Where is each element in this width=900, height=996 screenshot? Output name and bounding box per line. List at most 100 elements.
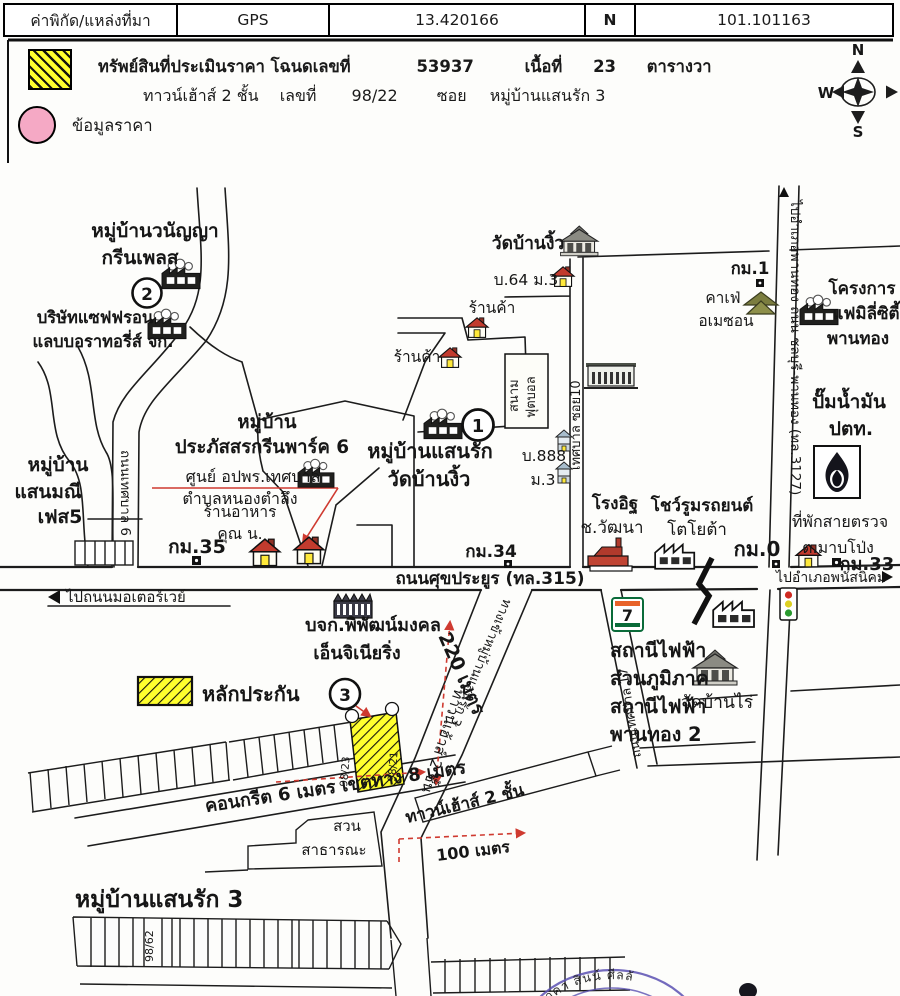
collateral-swatch bbox=[136, 675, 194, 707]
label-wananya-2: กรีนเพลส bbox=[102, 247, 179, 269]
brick-factory-icon bbox=[587, 537, 633, 572]
soi-name: หมู่บ้านแสนรัก 3 bbox=[489, 86, 606, 105]
price-info-label: ข้อมูลราคา bbox=[72, 116, 153, 135]
map-icons: 7 bbox=[147, 225, 861, 686]
ptt-logo-icon bbox=[813, 445, 861, 499]
label-toyota-1: โชว์รูมรถยนต์ bbox=[650, 495, 754, 517]
label-road315: ถนนศุขประยูร (ทล.315) bbox=[395, 569, 584, 590]
label-phanat: ไปอำเภอพนัสนิคม bbox=[775, 569, 886, 586]
hemisphere-value: N bbox=[586, 5, 636, 35]
parcel-corner-circle bbox=[384, 701, 400, 717]
subject-property-swatch bbox=[28, 49, 72, 90]
label-shop1: ร้านค้า bbox=[469, 299, 516, 317]
parcel-corner-circle bbox=[344, 708, 360, 724]
label-cafe-1: คาเฟ่ bbox=[705, 289, 740, 307]
ink-blot bbox=[739, 983, 757, 996]
property-label: ทรัพย์สินที่ประเมินราคา โฉนดเลขที่ bbox=[98, 57, 351, 76]
label-saffron-2: แลบบอราทอรี่ส์ จก. bbox=[32, 329, 173, 351]
circled-1-marker: 1 bbox=[461, 408, 495, 442]
label-pipat-2: เอ็นจิเนียริ่ง bbox=[313, 640, 400, 664]
label-wat-ban-rai: วัดบ้านไร่ bbox=[681, 692, 753, 713]
compass-north-label: N bbox=[852, 41, 865, 59]
school-building-icon bbox=[584, 363, 638, 389]
label-parcel-9823: 98/23 bbox=[338, 756, 353, 787]
label-km34: กม.34 bbox=[465, 542, 517, 562]
deed-number: 53937 bbox=[416, 57, 474, 76]
label-b888-2: ม.3 bbox=[530, 471, 555, 489]
seven-digit: 7 bbox=[622, 606, 633, 625]
label-saffron-1: บริษัทแซฟฟรอน bbox=[37, 308, 154, 327]
label-oppor-2: ตำบลหนองตำลึง bbox=[182, 489, 297, 508]
compass-south-arrow-icon bbox=[851, 111, 865, 124]
house-no: 98/22 bbox=[351, 86, 398, 105]
label-cafe-2: อเมซอน bbox=[698, 312, 754, 330]
label-parcel-9862: 98/62 bbox=[143, 930, 156, 962]
circled-markers: 2 1 3 bbox=[131, 277, 495, 711]
label-family-1: โครงการ bbox=[828, 278, 897, 299]
price-info-circle bbox=[18, 106, 56, 144]
label-shop2: ร้านค้า bbox=[394, 348, 441, 366]
label-ptt-1: ปั๊มน้ำมัน bbox=[812, 387, 886, 413]
house-icon-shop2 bbox=[438, 347, 462, 368]
showroom-icon-toyota bbox=[654, 543, 696, 570]
compass-star-icon bbox=[842, 77, 874, 107]
road-north-arrow bbox=[779, 187, 789, 197]
circled-3-marker: 3 bbox=[328, 677, 362, 711]
label-sanmanee-1: หมู่บ้าน bbox=[28, 454, 89, 477]
red-annotations bbox=[152, 487, 524, 862]
label-road-chonburi: ไปอำเภอพานทอง ถนน ชลบุรี-พานทอง (ทล.3127… bbox=[787, 199, 803, 495]
railway-crossing-icon bbox=[691, 556, 715, 626]
label-km1: กม.1 bbox=[731, 259, 770, 278]
label-station-3: สถานีไฟฟ้า bbox=[610, 695, 706, 718]
label-park-2: สาธารณะ bbox=[301, 841, 366, 859]
svg-text:1: 1 bbox=[472, 416, 485, 437]
soi-label: ซอย bbox=[436, 86, 467, 105]
label-sanmanee-2: แสนมณี bbox=[15, 481, 82, 503]
label-wat-ban-ngio: วัดบ้านงิ้ว bbox=[492, 230, 564, 254]
km-markers bbox=[192, 279, 841, 568]
label-toyota-2: โตโยต้า bbox=[667, 519, 727, 540]
km-marker-33 bbox=[832, 558, 841, 567]
coordinate-header-table: ค่าพิกัด/แหล่งที่มา GPS 13.420166 N 101.… bbox=[3, 3, 894, 37]
office-building-icon-pipat bbox=[333, 592, 373, 619]
appraiser-stamp: เมินราคา สินน์ ศีลลั bbox=[519, 967, 757, 996]
km-marker-1 bbox=[756, 279, 764, 287]
label-brick-1: โรงอิฐ bbox=[591, 493, 638, 515]
label-motorway: ไปถนนมอเตอร์เวย์ bbox=[65, 588, 186, 606]
compass-east-arrow-icon bbox=[886, 85, 898, 99]
label-sanrak-2: วัดบ้านงิ้ว bbox=[388, 464, 471, 491]
compass-rose: N W S bbox=[818, 41, 898, 138]
label-ptt-2: ปตท. bbox=[829, 418, 873, 440]
label-park-1: สวน bbox=[333, 817, 361, 835]
svg-text:2: 2 bbox=[141, 285, 153, 305]
longitude-value: 101.101163 bbox=[717, 11, 811, 29]
subject-parcel bbox=[344, 701, 405, 793]
house-no-label: เลขที่ bbox=[279, 86, 317, 105]
label-pipat-1: บจก.พิพัฒน์มงคล bbox=[305, 614, 441, 636]
label-sanrak3: หมู่บ้านแสนรัก 3 bbox=[75, 887, 243, 914]
label-100m: 100 เมตร bbox=[435, 837, 511, 865]
label-station-2: ส่วนภูมิภาค bbox=[610, 667, 709, 692]
km-marker-34 bbox=[504, 560, 512, 568]
traffic-light-icon bbox=[779, 587, 798, 621]
label-soi10: เทศบาล ซอย10 bbox=[569, 380, 584, 470]
label-prapassorn-2: ประภัสสรกรีนพาร์ค 6 bbox=[175, 436, 349, 458]
label-family-2: แฟมิลี่ซิตี้ bbox=[832, 300, 900, 324]
football-field bbox=[504, 353, 549, 429]
house-icon-shop1 bbox=[465, 317, 489, 338]
label-prapassorn-1: หมู่บ้าน bbox=[237, 411, 297, 434]
frame-lines bbox=[7, 38, 893, 163]
area-label: เนื้อที่ bbox=[524, 57, 563, 76]
label-b888-1: บ.888 bbox=[522, 447, 566, 465]
label-parcel-9821: 98/21 bbox=[386, 751, 401, 782]
area-unit: ตารางวา bbox=[646, 57, 712, 76]
label-station-1: สถานีไฟฟ้า bbox=[610, 639, 706, 662]
label-restaurant-2: คุณ น. bbox=[217, 525, 262, 544]
label-km35: กม.35 bbox=[168, 536, 226, 558]
map-roads bbox=[0, 185, 900, 939]
label-football-2: ฟุตบอล bbox=[524, 376, 539, 418]
label-police-1: ที่พักสายตรวจ bbox=[792, 510, 888, 531]
svg-text:3: 3 bbox=[339, 686, 351, 706]
